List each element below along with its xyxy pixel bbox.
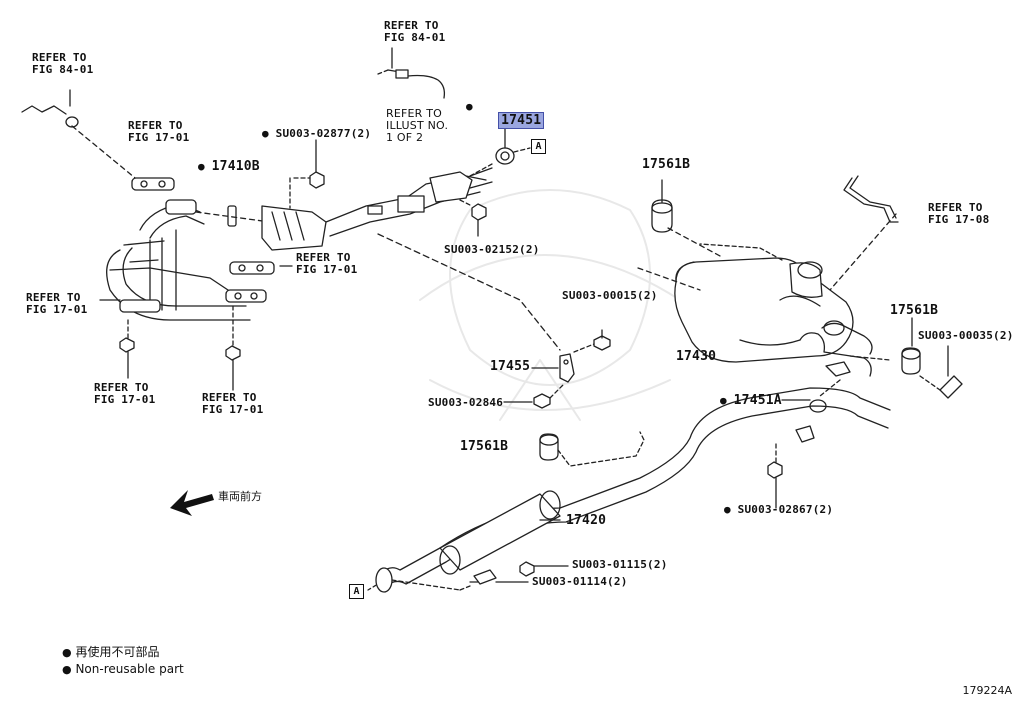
bolt-su003-02877-label[interactable]: SU003-02877(2) — [262, 128, 371, 140]
refer-fig-17-01-left[interactable]: REFER TO FIG 17-01 — [26, 291, 88, 316]
connection-marker-a-top: A — [531, 139, 546, 154]
refer-fig-17-08[interactable]: REFER TO FIG 17-08 — [928, 201, 990, 226]
legend-en: ● Non-reusable part — [62, 662, 184, 677]
part-17451-label[interactable]: 17451 — [466, 100, 545, 142]
nut-02152-drawing — [471, 203, 487, 221]
bolt-02846-drawing — [533, 393, 551, 409]
part-17561b-right-label[interactable]: 17561B — [890, 303, 939, 318]
legend-en-text: Non-reusable part — [75, 662, 184, 676]
refer-fig-17-01-bottom-left[interactable]: REFER TO FIG 17-01 — [94, 381, 156, 406]
hanger-pipe-drawing — [843, 177, 899, 223]
nut-su003-02867-label[interactable]: SU003-02867(2) — [724, 504, 833, 516]
part-17561b-mid-label[interactable]: 17561B — [460, 439, 509, 454]
mount-17561b-mid-drawing — [539, 433, 559, 461]
refer-fig-84-01-top[interactable]: REFER TO FIG 84-01 — [384, 19, 446, 44]
bolt-su003-01114-label[interactable]: SU003-01114(2) — [532, 575, 628, 588]
exhaust-manifold-drawing — [106, 177, 275, 321]
nut-su003-02152-label[interactable]: SU003-02152(2) — [444, 243, 540, 256]
catalytic-converter-drawing — [261, 167, 493, 251]
part-17451a-label[interactable]: 17451A — [720, 394, 782, 408]
figure-id: 179224A — [962, 684, 1012, 697]
bullet-icon: ● — [62, 646, 72, 659]
gasket-17410b-drawing — [227, 205, 237, 227]
o2-sensor-left-drawing — [21, 105, 141, 183]
bullet-icon: ● — [62, 663, 72, 676]
part-17410b-label[interactable]: 17410B — [198, 160, 260, 174]
watermark — [419, 189, 681, 421]
o2-sensor-top-drawing — [387, 69, 446, 99]
nut-02867-drawing — [767, 461, 783, 479]
refer-fig-17-01-upper[interactable]: REFER TO FIG 17-01 — [128, 119, 190, 144]
nut-01115-drawing — [519, 561, 535, 577]
part-17420-label[interactable]: 17420 — [566, 513, 607, 528]
bolt-su003-00035-label[interactable]: SU003-00035(2) — [918, 329, 1014, 342]
part-17561b-top-label[interactable]: 17561B — [642, 157, 691, 172]
nut-su003-01115-label[interactable]: SU003-01115(2) — [572, 558, 668, 571]
bolt-01114-drawing — [473, 569, 497, 585]
refer-fig-17-01-right[interactable]: REFER TO FIG 17-01 — [296, 251, 358, 276]
mount-17561b-top-drawing — [651, 199, 673, 233]
legend-jp-text: 再使用不可部品 — [75, 645, 160, 659]
refer-fig-84-01-left[interactable]: REFER TO FIG 84-01 — [32, 51, 94, 76]
legend-jp: ● 再使用不可部品 — [62, 645, 159, 660]
vehicle-front-label: 車両前方 — [218, 490, 262, 503]
part-17455-label[interactable]: 17455 — [490, 359, 531, 374]
connection-marker-a-bottom: A — [349, 584, 364, 599]
tail-pipe-drawing — [375, 387, 891, 593]
bolt-00035-drawing — [939, 375, 963, 399]
main-muffler-drawing — [674, 257, 873, 377]
mount-17561b-right-drawing — [901, 347, 921, 375]
bolt-su003-02846-label[interactable]: SU003-02846 — [428, 396, 504, 409]
part-17430-label[interactable]: 17430 — [676, 349, 717, 364]
gasket-17451-drawing — [495, 147, 515, 165]
front-direction-arrow — [170, 490, 214, 516]
bracket-17455-drawing — [559, 353, 575, 383]
bolt-su003-00015-label[interactable]: SU003-00015(2) — [562, 289, 658, 302]
nut-drawings — [119, 305, 241, 391]
refer-illust-1-of-2[interactable]: REFER TO ILLUST NO. 1 OF 2 — [386, 107, 449, 144]
refer-fig-17-01-bottom-right[interactable]: REFER TO FIG 17-01 — [202, 391, 264, 416]
nut-02877-drawing — [309, 171, 325, 189]
part-17451-highlight[interactable]: 17451 — [498, 112, 545, 129]
